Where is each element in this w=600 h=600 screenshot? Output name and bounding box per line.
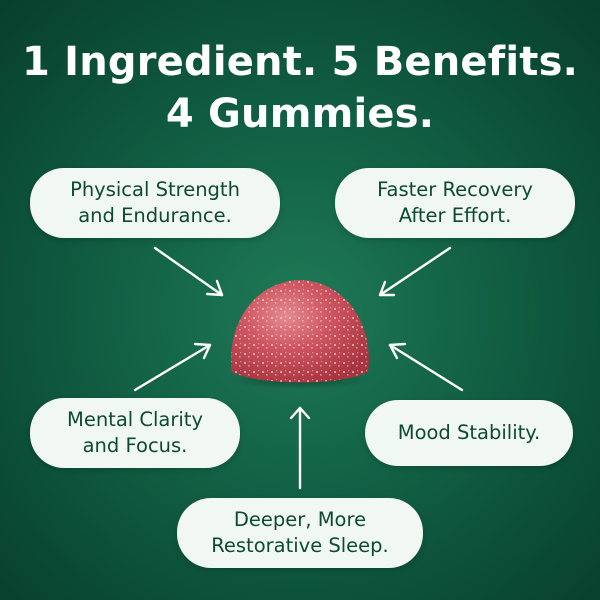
arrow-from-mental-clarity	[133, 342, 212, 392]
arrow-from-physical-strength	[153, 246, 224, 297]
benefit-mental-clarity: Mental Clarity and Focus.	[30, 398, 240, 468]
arrow-from-restorative-sleep	[289, 406, 311, 490]
arrow-from-mood-stability	[388, 342, 464, 392]
benefit-text-line-1: Physical Strength	[70, 178, 240, 201]
benefit-text-line-1: Mood Stability.	[397, 421, 541, 444]
gummy-image	[228, 280, 372, 389]
benefit-text-line-2: After Effort.	[398, 204, 512, 227]
benefit-text-line-2: and Focus.	[82, 434, 188, 457]
benefit-restorative-sleep: Deeper, More Restorative Sleep.	[177, 498, 423, 568]
benefit-text-line-1: Mental Clarity	[67, 408, 203, 431]
headline-line-1: 1 Ingredient. 5 Benefits.	[21, 39, 578, 85]
benefit-text-line-2: and Endurance.	[78, 204, 232, 227]
benefit-text-line-1: Faster Recovery	[377, 178, 533, 201]
benefit-text-line-1: Deeper, More	[233, 508, 367, 531]
headline: 1 Ingredient. 5 Benefits. 4 Gummies.	[0, 36, 600, 140]
benefit-text-line-2: Restorative Sleep.	[211, 534, 389, 557]
arrow-from-faster-recovery	[378, 246, 452, 297]
benefit-mood-stability: Mood Stability.	[365, 400, 573, 466]
headline-line-2: 4 Gummies.	[165, 91, 435, 137]
benefit-faster-recovery: Faster Recovery After Effort.	[335, 168, 575, 238]
benefit-physical-strength: Physical Strength and Endurance.	[30, 168, 280, 238]
